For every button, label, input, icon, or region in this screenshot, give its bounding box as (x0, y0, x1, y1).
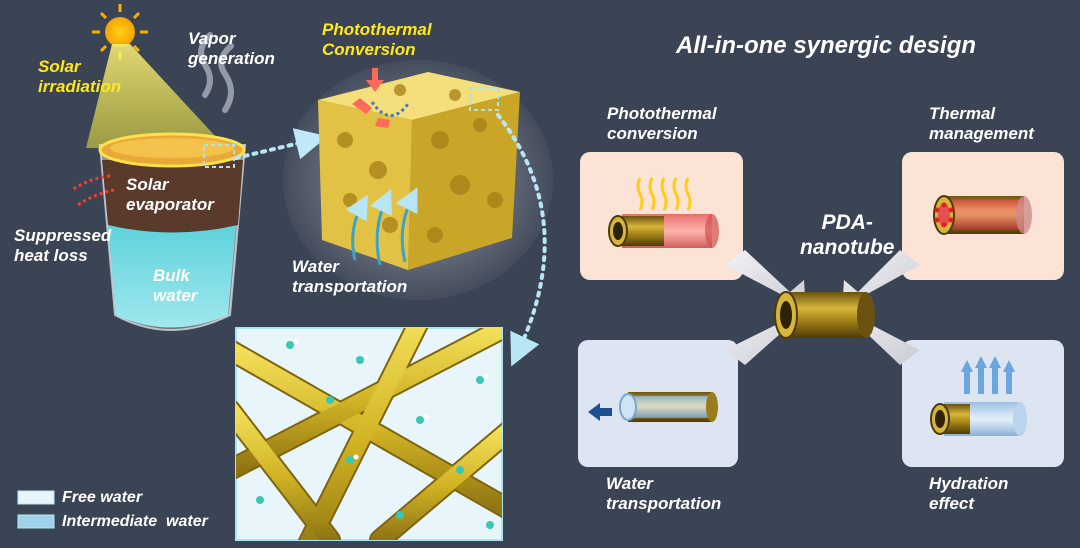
page-title: All-in-one synergic design (676, 32, 977, 59)
photothermal-tube-icon (608, 177, 719, 248)
zoom-marker (203, 144, 235, 168)
label-bulk-water: Bulk water (153, 266, 198, 305)
label-water-transportation-right: Water transportation (606, 474, 722, 513)
water-up-arrow-icon (345, 187, 418, 266)
legend-free-water: Free water (62, 489, 143, 506)
zoom-arrow-2 (496, 113, 547, 367)
fiber-network-panel (235, 327, 503, 541)
label-pda-nanotube: PDA- nanotube (800, 211, 895, 259)
label-solar-evaporator: Solar evaporator (126, 175, 214, 214)
label-suppressed-heat-loss: Suppressed heat loss (14, 226, 112, 265)
zoom-marker-2 (469, 87, 499, 111)
porous-cube (318, 72, 520, 270)
label-hydration-effect: Hydration effect (929, 474, 1009, 513)
evaporation-cup (98, 132, 247, 331)
label-water-transportation-left: Water transportation (292, 257, 408, 296)
legend-swatch-intermediate-water (17, 514, 55, 529)
thermal-management-tube-icon (933, 195, 1032, 235)
legend-swatch-free-water (17, 490, 55, 505)
vapor-steam (198, 32, 234, 113)
hydration-tube-icon (930, 356, 1027, 436)
sun-icon (92, 4, 148, 60)
pda-nanotube-icon (774, 291, 875, 339)
label-photothermal-conversion-top: Photothermal Conversion (322, 20, 432, 59)
solar-beam (86, 44, 228, 150)
legend-intermediate-water: Intermediate water (62, 513, 208, 530)
water-transport-tube-icon (588, 392, 718, 422)
label-thermal-management: Thermal management (929, 104, 1034, 143)
label-photothermal-conversion: Photothermal conversion (607, 104, 717, 143)
heat-loss-arrow-icon (71, 174, 115, 208)
photothermal-arrow-icon (352, 68, 390, 128)
label-solar-irradiation: Solar irradiation (38, 57, 122, 96)
label-vapor-generation: Vapor generation (188, 29, 275, 68)
